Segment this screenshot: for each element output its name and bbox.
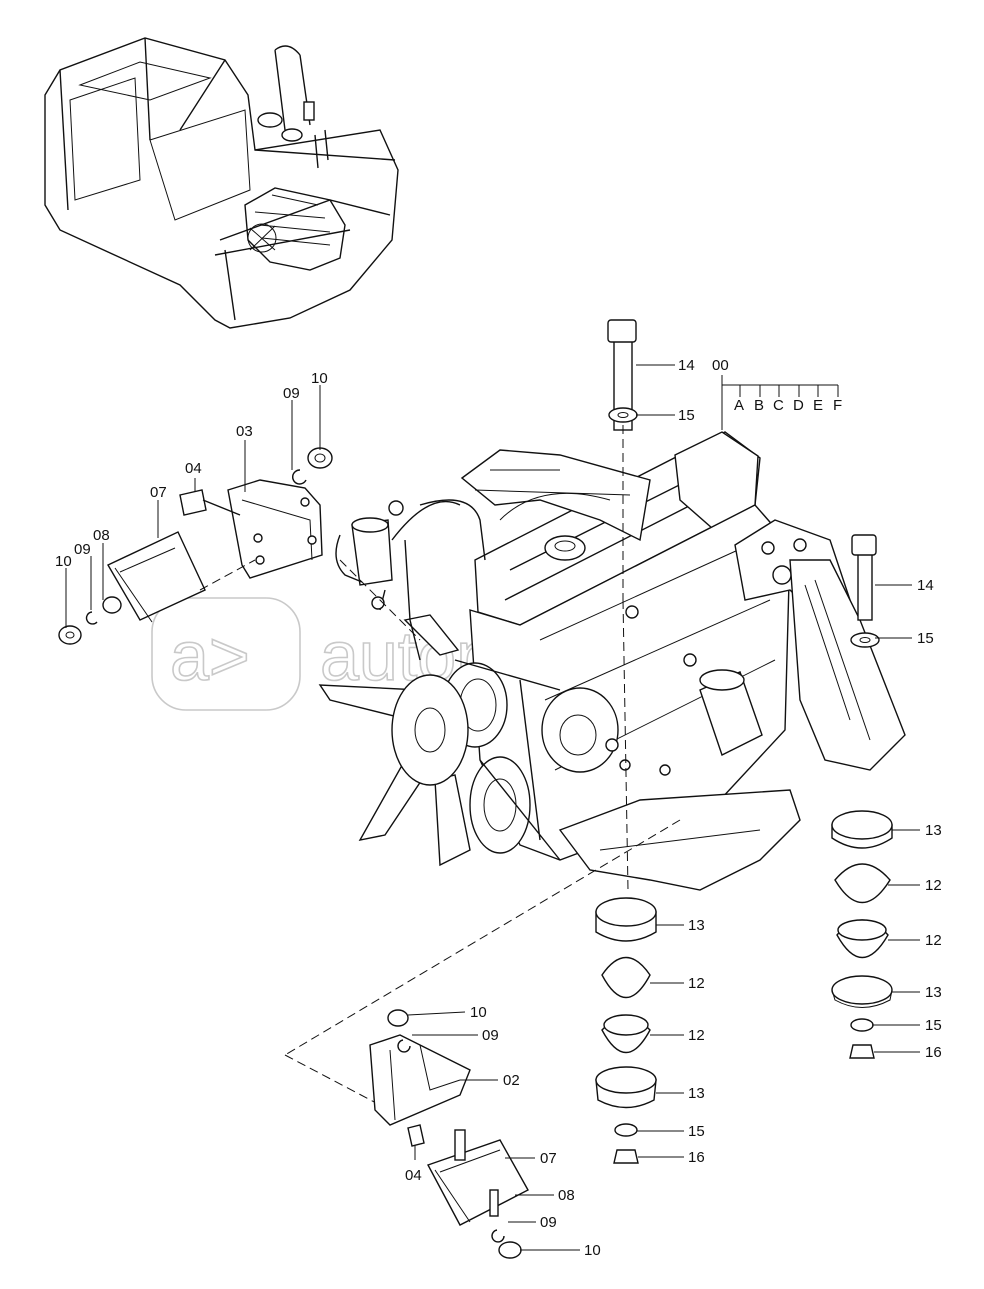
callout-13-right-2: 13 bbox=[925, 984, 942, 1001]
excavator-body-illustration bbox=[44, 37, 399, 329]
callout-03: 03 bbox=[236, 423, 253, 440]
callout-10-lower: 10 bbox=[470, 1004, 487, 1021]
callout-15-top: 15 bbox=[678, 407, 695, 424]
callout-13-center-1: 13 bbox=[688, 917, 705, 934]
callout-02: 02 bbox=[503, 1072, 520, 1089]
callout-04-upper: 04 bbox=[185, 460, 202, 477]
callout-04-lower: 04 bbox=[405, 1167, 422, 1184]
fan bbox=[318, 614, 471, 867]
variant-c: C bbox=[773, 397, 784, 414]
callout-13-right-1: 13 bbox=[925, 822, 942, 839]
callout-12-center-2: 12 bbox=[688, 1027, 705, 1044]
callout-10-left: 10 bbox=[55, 553, 72, 570]
callout-08-lower: 08 bbox=[558, 1187, 575, 1204]
rear-mount-center bbox=[595, 319, 657, 1164]
callout-08-left: 08 bbox=[93, 527, 110, 544]
callout-labels: 14 15 00 A B C D E F 03 09 10 04 07 10 0… bbox=[55, 357, 942, 1259]
engine-assembly bbox=[318, 431, 906, 891]
callout-09-left: 09 bbox=[74, 541, 91, 558]
callout-09-lower-2: 09 bbox=[540, 1214, 557, 1231]
callout-12-center-1: 12 bbox=[688, 975, 705, 992]
callout-09-upper: 09 bbox=[283, 385, 300, 402]
callout-07-lower: 07 bbox=[540, 1150, 557, 1167]
watermark-logo: a> bbox=[170, 617, 250, 695]
callout-16-right: 16 bbox=[925, 1044, 942, 1061]
callout-14-right: 14 bbox=[917, 577, 934, 594]
callout-10-lower-2: 10 bbox=[584, 1242, 601, 1259]
front-mount-parts bbox=[58, 447, 421, 645]
callout-14-top: 14 bbox=[678, 357, 695, 374]
callout-15-center-3: 15 bbox=[688, 1123, 705, 1140]
variant-d: D bbox=[793, 397, 804, 414]
front-mount-lower bbox=[284, 819, 681, 1259]
variant-a: A bbox=[734, 397, 744, 414]
callout-12-right-2: 12 bbox=[925, 932, 942, 949]
callout-15-right: 15 bbox=[917, 630, 934, 647]
leader-lines bbox=[65, 364, 920, 1251]
callout-09-lower: 09 bbox=[482, 1027, 499, 1044]
callout-12-right-1: 12 bbox=[925, 877, 942, 894]
callout-16-center: 16 bbox=[688, 1149, 705, 1166]
callout-13-center-2: 13 bbox=[688, 1085, 705, 1102]
callout-07-upper: 07 bbox=[150, 484, 167, 501]
variant-b: B bbox=[754, 397, 764, 414]
variant-f: F bbox=[833, 397, 842, 414]
callout-10-upper: 10 bbox=[311, 370, 328, 387]
assembly-number: 00 bbox=[712, 357, 729, 374]
rear-mount-right bbox=[831, 534, 893, 1059]
callout-15-right-3: 15 bbox=[925, 1017, 942, 1034]
variant-e: E bbox=[813, 397, 823, 414]
